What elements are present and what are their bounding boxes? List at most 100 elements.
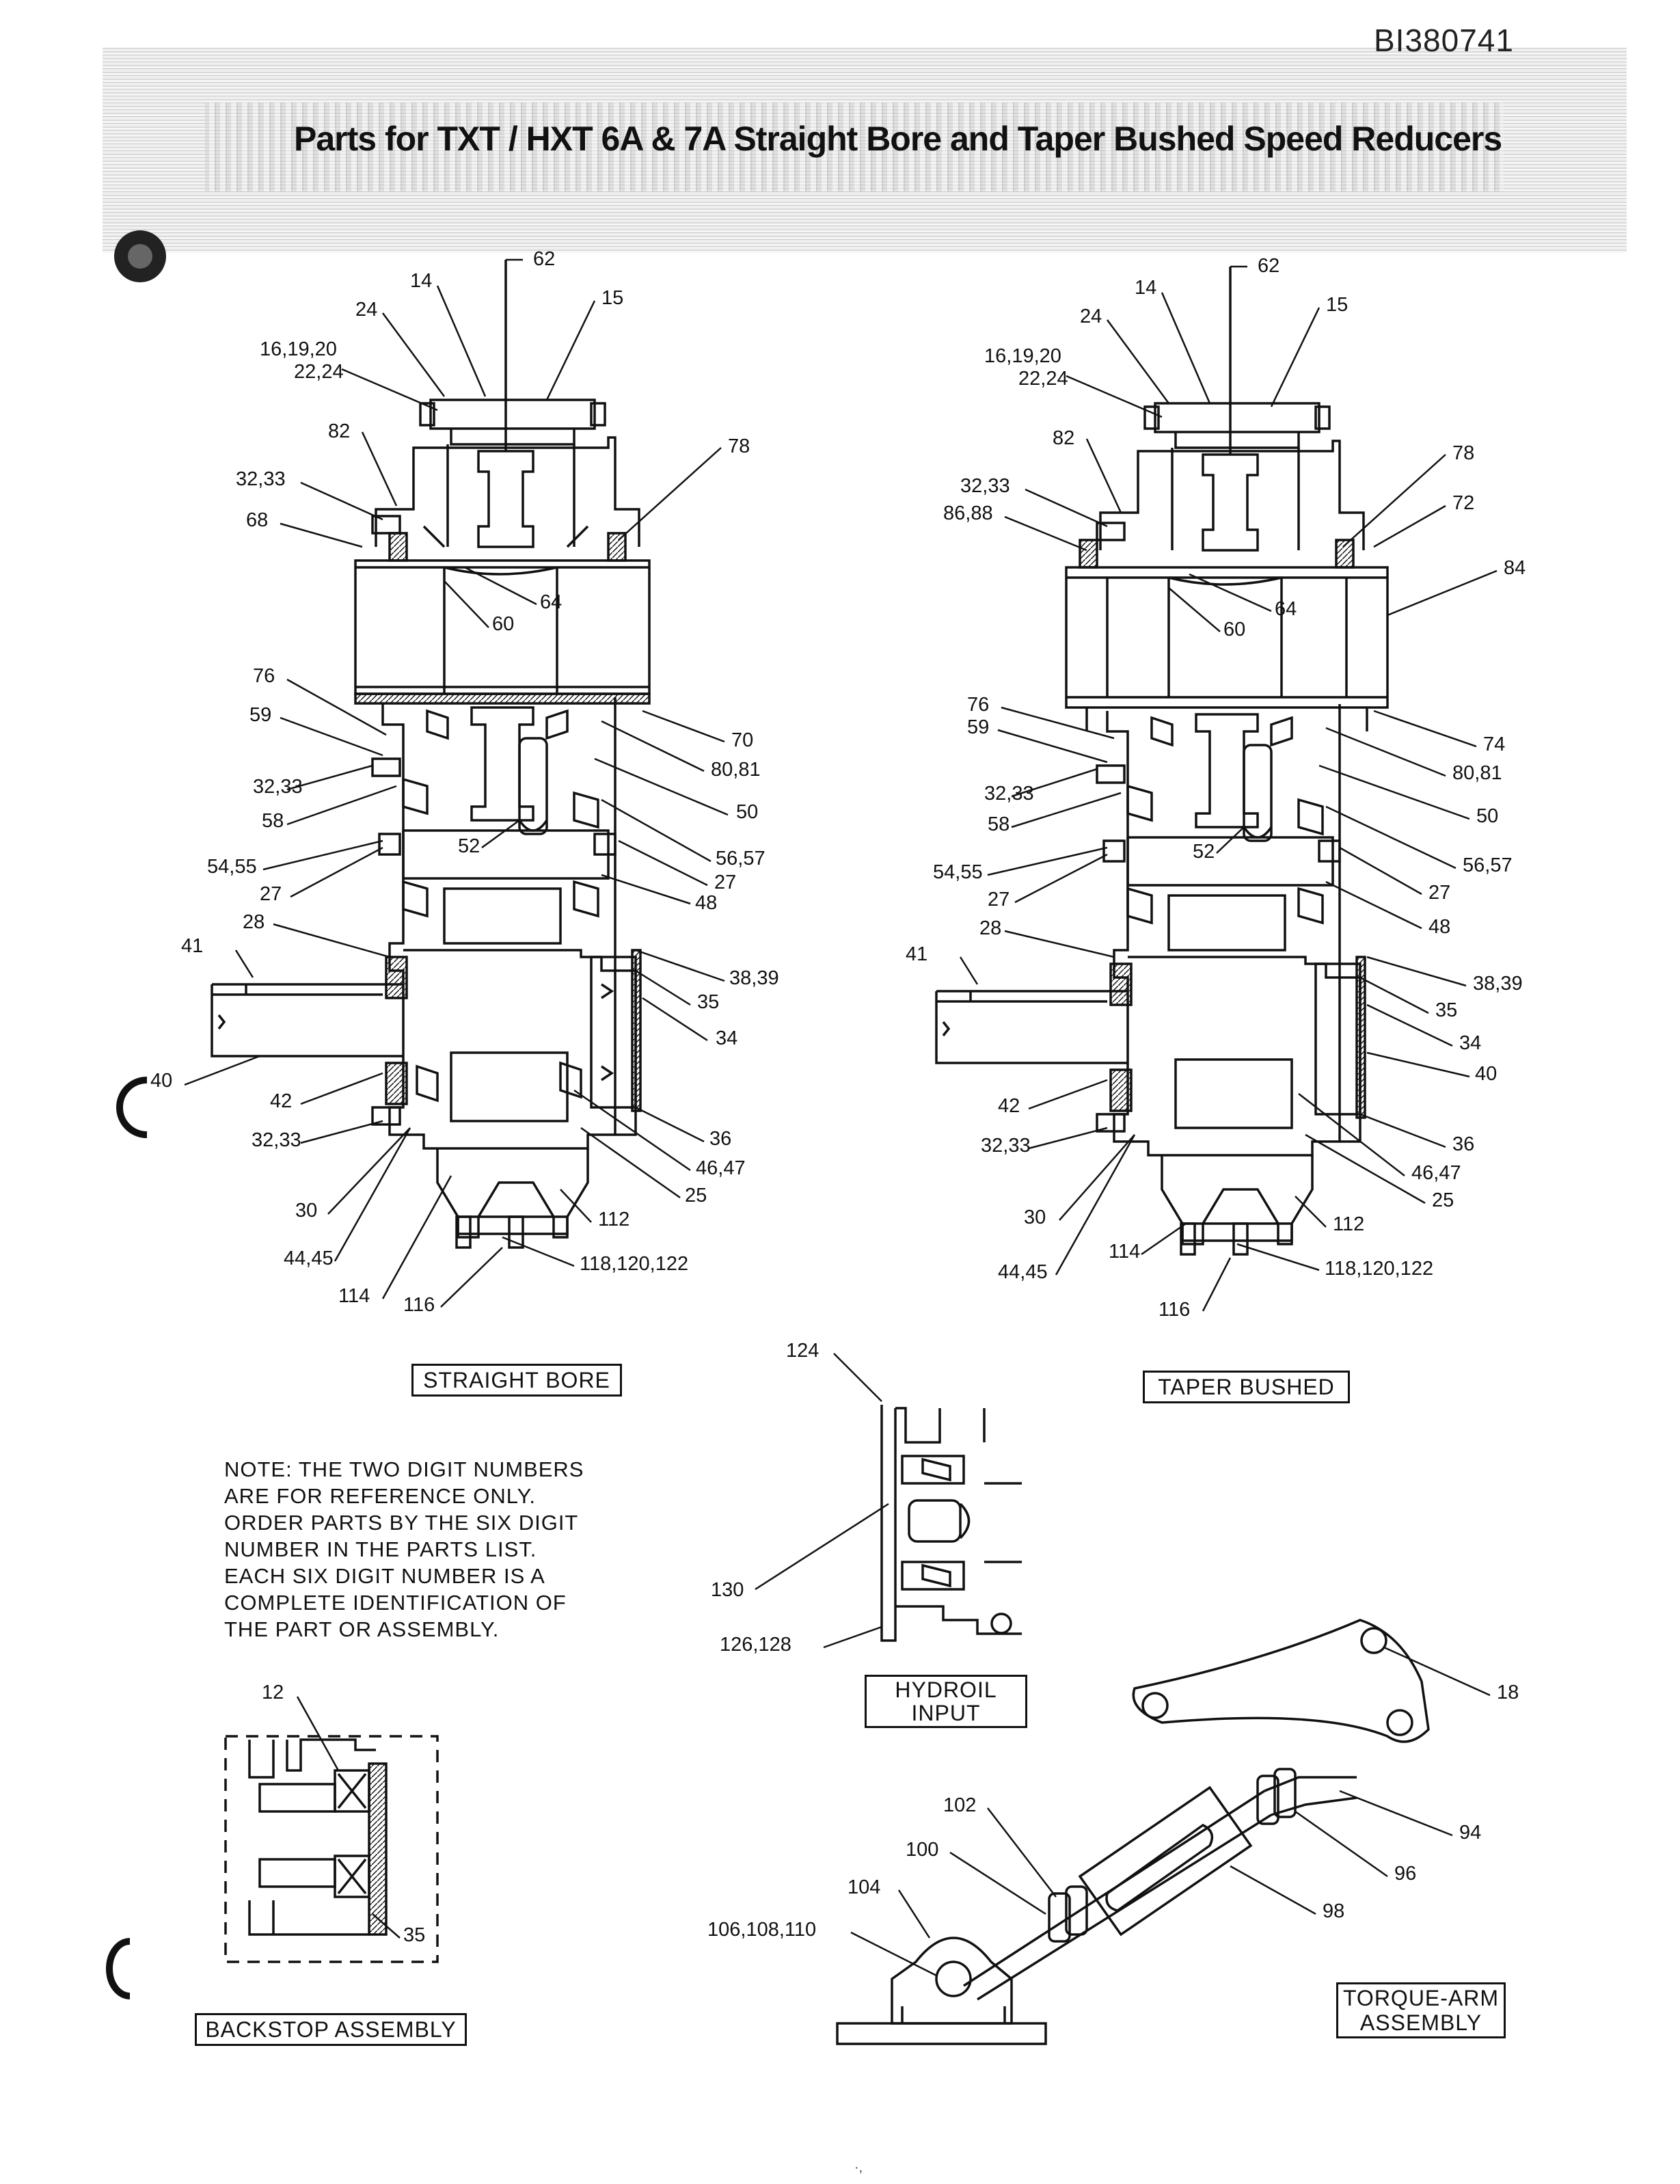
taper-bushed-callout: 86,88 (943, 502, 993, 524)
taper-bushed-leader-line (1295, 1196, 1327, 1228)
straight-bore-callout: 56,57 (716, 848, 766, 869)
straight-bore-leader-line (361, 431, 398, 507)
straight-bore-leader-line (440, 1247, 503, 1308)
straight-bore-callout: 28 (243, 911, 265, 933)
taper-bushed-callout: 78 (1452, 442, 1474, 464)
straight-bore-leader-line (286, 785, 397, 826)
straight-bore-callout: 50 (736, 801, 758, 823)
straight-bore-leader-line (262, 839, 383, 871)
straight-bore-callout: 52 (458, 835, 480, 857)
note-line: EACH SIX DIGIT NUMBER IS A (224, 1564, 545, 1588)
straight-bore-leader-line (381, 1175, 452, 1299)
torque-arm-leader-line (1230, 1865, 1316, 1915)
torque-arm-assembly-label: TORQUE-ARM ASSEMBLY (1336, 1982, 1506, 2038)
straight-bore-callout: 32,33 (253, 776, 303, 798)
page-title: Parts for TXT / HXT 6A & 7A Straight Bor… (294, 120, 1502, 158)
taper-bushed-leader-line (1141, 1222, 1187, 1256)
straight-bore-leader-line (635, 1106, 705, 1143)
straight-bore-callout: 60 (492, 613, 514, 635)
taper-bushed-leader-line (1004, 515, 1087, 552)
straight-bore-label: STRAIGHT BORE (411, 1364, 622, 1397)
torque-arm-label-line1: TORQUE-ARM (1342, 1986, 1500, 2010)
straight-bore-callout: 36 (709, 1128, 731, 1150)
taper-bushed-leader-line (1001, 706, 1115, 740)
straight-bore-callout: 32,33 (252, 1129, 301, 1151)
hydroil-leader-line (823, 1626, 882, 1649)
hole-punch-mark (106, 1938, 131, 1999)
straight-bore-view (211, 260, 651, 1249)
straight-bore-leader-line (184, 1055, 260, 1086)
torque-arm-label-line2: ASSEMBLY (1359, 2010, 1482, 2035)
taper-bushed-leader-line (1059, 1134, 1135, 1221)
taper-bushed-callout: 58 (988, 813, 1010, 835)
taper-bushed-callout: 36 (1452, 1133, 1474, 1155)
taper-bushed-leader-line (1325, 805, 1457, 869)
straight-bore-callout: 38,39 (729, 967, 779, 989)
straight-bore-callout: 64 (540, 591, 562, 613)
taper-bushed-callout: 76 (967, 694, 989, 716)
straight-bore-leader-line (580, 1127, 681, 1199)
straight-bore-leader-line (444, 580, 489, 628)
taper-bushed-callout: 24 (1080, 306, 1102, 327)
taper-bushed-leader-line (1325, 880, 1422, 930)
straight-bore-callout: 58 (262, 810, 284, 832)
backstop-assembly-label: BACKSTOP ASSEMBLY (195, 2013, 467, 2046)
straight-bore-leader-line (601, 798, 712, 863)
straight-bore-leader-line (436, 285, 487, 397)
taper-bushed-leader-line (1161, 292, 1211, 404)
straight-bore-leader-line (635, 969, 691, 1006)
straight-bore-leader-line (280, 716, 383, 757)
taper-bushed-callout: 44,45 (998, 1261, 1048, 1283)
straight-bore-leader-line (601, 720, 705, 772)
straight-bore-leader-line (642, 997, 708, 1042)
straight-bore-leader-line (594, 757, 729, 816)
straight-bore-callout: 14 (410, 270, 432, 292)
taper-bushed-callout: 30 (1024, 1206, 1046, 1228)
taper-bushed-leader-line (1202, 1257, 1232, 1312)
note-line: COMPLETE IDENTIFICATION OF (224, 1591, 567, 1615)
backstop-leader-line (372, 1913, 401, 1939)
taper-bushed-callout: 82 (1053, 427, 1074, 449)
torque-arm-leader-line (1295, 1810, 1388, 1878)
torque-arm-callout: 106,108,110 (707, 1919, 816, 1941)
straight-bore-callout: 68 (246, 509, 268, 531)
torque-arm-callout: 18 (1497, 1682, 1519, 1703)
taper-bushed-callout: 27 (988, 889, 1010, 911)
taper-bushed-callout: 54,55 (933, 861, 983, 883)
hydroil-label-line1: HYDROIL (895, 1677, 997, 1702)
note-line: NUMBER IN THE PARTS LIST. (224, 1537, 537, 1561)
hydroil-input-view (880, 1405, 1022, 1642)
straight-bore-callout: 48 (695, 892, 717, 914)
taper-bushed-leader-line (1066, 375, 1163, 418)
straight-bore-leader-line (560, 1189, 592, 1223)
hole-punch-mark (116, 1077, 148, 1138)
taper-bushed-callout: 64 (1275, 598, 1297, 620)
straight-bore-leader-line (502, 1236, 575, 1267)
straight-bore-callout: 76 (253, 665, 275, 687)
taper-bushed-callout: 46,47 (1411, 1162, 1461, 1184)
taper-bushed-leader-line (1270, 307, 1320, 407)
taper-bushed-callout: 52 (1193, 841, 1215, 863)
straight-bore-callout: 27 (260, 883, 282, 905)
taper-bushed-leader-line (1004, 930, 1115, 958)
straight-bore-callout: 15 (601, 287, 623, 309)
hydroil-callout: 126,128 (720, 1634, 791, 1656)
straight-bore-leader-line (481, 819, 520, 849)
taper-bushed-callout: 41 (906, 943, 927, 965)
straight-bore-callout: 46,47 (696, 1157, 746, 1179)
taper-bushed-leader-line (1366, 1051, 1470, 1078)
straight-bore-callout: 114 (338, 1285, 370, 1307)
taper-bushed-view (935, 267, 1389, 1256)
torque-arm-callout: 104 (848, 1876, 880, 1898)
taper-bushed-leader-line (1189, 573, 1272, 612)
taper-bushed-leader-line (1216, 826, 1245, 854)
straight-bore-leader-line (300, 1072, 383, 1105)
taper-bushed-leader-line (1028, 1127, 1108, 1150)
torque-arm-leader-line (897, 1889, 931, 1939)
hydroil-callout: 130 (711, 1579, 744, 1601)
straight-bore-callout: 41 (181, 935, 203, 957)
hydroil-leader-line (755, 1502, 889, 1591)
hydroil-leader-line (833, 1353, 882, 1402)
taper-bushed-callout: 14 (1135, 277, 1156, 299)
